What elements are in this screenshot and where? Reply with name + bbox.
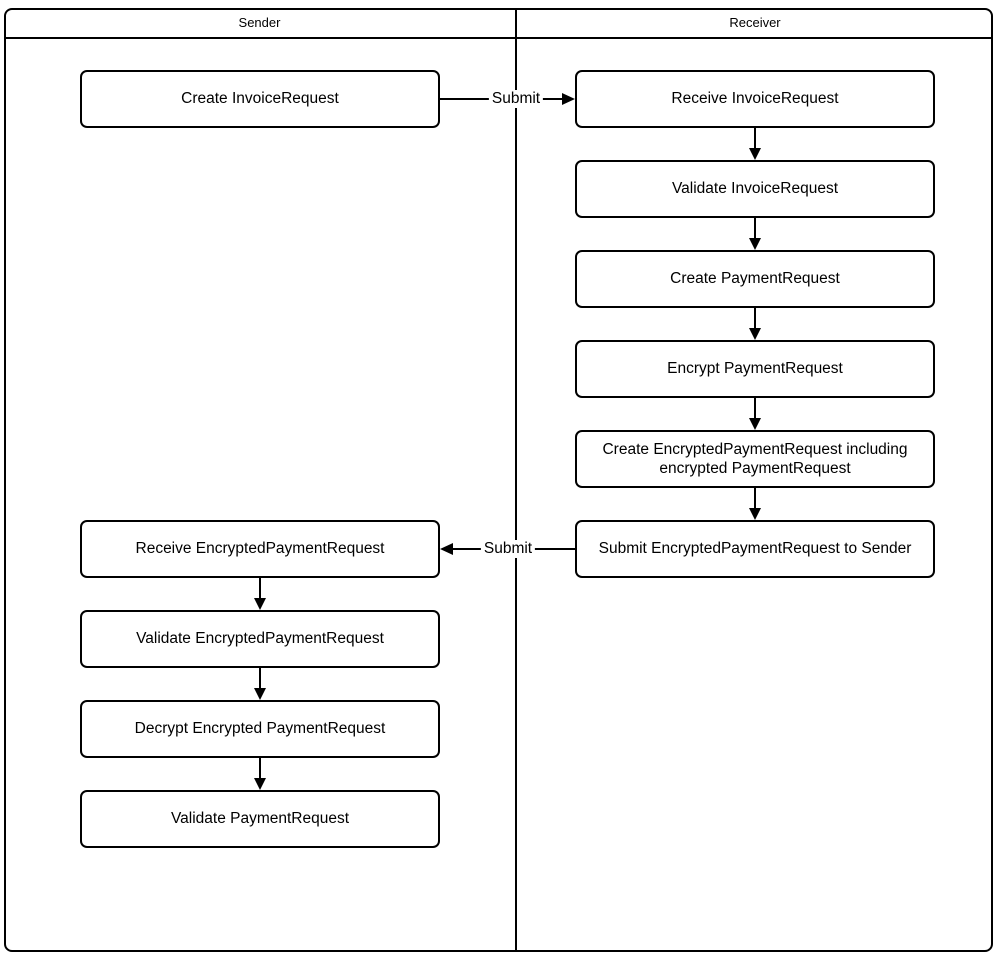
arrow-validate-to-create-payment (749, 218, 761, 250)
pool-frame (4, 8, 993, 952)
lane-divider (515, 8, 517, 952)
arrow-receive-to-validate-invoice (749, 128, 761, 160)
arrow-create-to-encrypt-payment (749, 308, 761, 340)
node-receive-encryptedpaymentrequest: Receive EncryptedPaymentRequest (80, 520, 440, 578)
node-create-encryptedpaymentrequest: Create EncryptedPaymentRequest including… (575, 430, 935, 488)
node-encrypt-paymentrequest: Encrypt PaymentRequest (575, 340, 935, 398)
lane-title-receiver: Receiver (729, 15, 781, 30)
lane-title-sender: Sender (238, 15, 281, 30)
arrow-decrypt-to-validate-payment (254, 758, 266, 790)
node-validate-invoicerequest: Validate InvoiceRequest (575, 160, 935, 218)
arrow-encrypt-to-create-encrypted (749, 398, 761, 430)
edge-label-submit-to-receiver: Submit (488, 90, 544, 108)
node-validate-paymentrequest: Validate PaymentRequest (80, 790, 440, 848)
node-decrypt-encrypted-paymentrequest: Decrypt Encrypted PaymentRequest (80, 700, 440, 758)
node-submit-encryptedpaymentrequest: Submit EncryptedPaymentRequest to Sender (575, 520, 935, 578)
arrow-validate-encrypted-to-decrypt (254, 668, 266, 700)
node-create-invoicerequest: Create InvoiceRequest (80, 70, 440, 128)
node-validate-encryptedpaymentrequest: Validate EncryptedPaymentRequest (80, 610, 440, 668)
arrow-create-encrypted-to-submit (749, 488, 761, 520)
edge-label-submit-to-sender: Submit (480, 540, 536, 558)
pool-header-band (4, 8, 993, 39)
node-receive-invoicerequest: Receive InvoiceRequest (575, 70, 935, 128)
node-create-paymentrequest: Create PaymentRequest (575, 250, 935, 308)
arrow-receive-to-validate-encrypted (254, 578, 266, 610)
